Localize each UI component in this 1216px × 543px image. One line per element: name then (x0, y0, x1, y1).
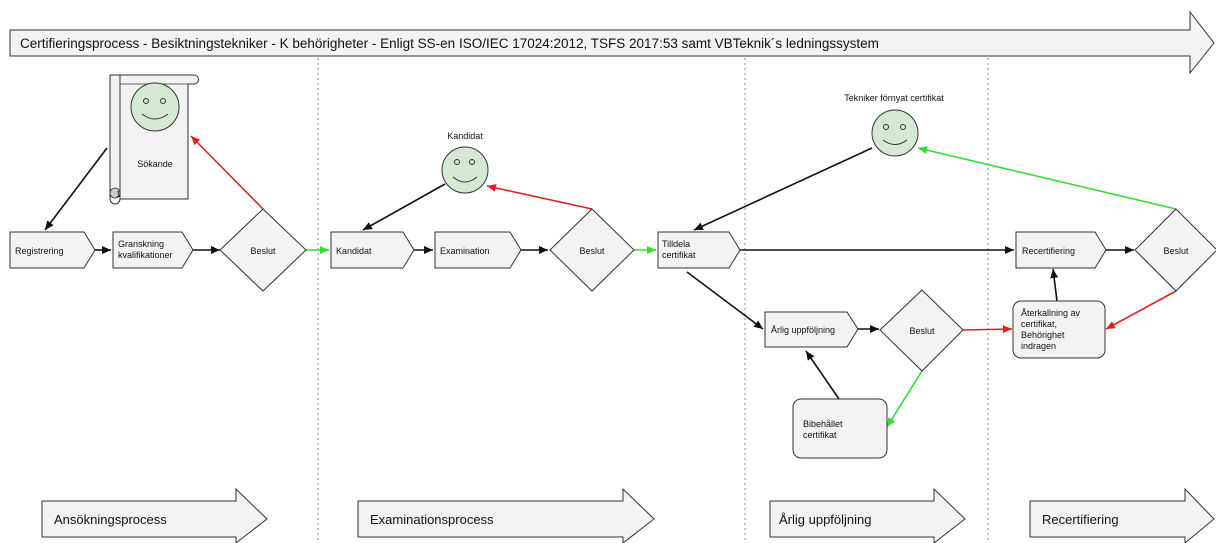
step-registrering-label: Registrering (15, 246, 64, 256)
flow-beslut2-reject (486, 184, 593, 210)
box-aterkallning-line4: indragen (1021, 341, 1056, 351)
decision-beslut3: Beslut (879, 289, 964, 372)
decision-beslut1-label: Beslut (250, 246, 276, 256)
flow-beslut3-reject (962, 325, 1013, 334)
step-recert: Recertifiering (1015, 231, 1107, 269)
step-granskning: Granskning kvalifikationer (112, 231, 194, 269)
scroll-curl (109, 187, 121, 199)
candidate-face-icon (441, 146, 489, 194)
scroll-page-number: 1 (116, 190, 121, 199)
step-kandidat-label: Kandidat (336, 246, 372, 256)
phase-arrow-ansokning: Ansökningsprocess (41, 487, 268, 543)
connectors (44, 135, 1177, 428)
step-kandidat: Kandidat (330, 231, 415, 269)
header-title: Certifieringsprocess - Besiktningsteknik… (20, 36, 879, 51)
decision-beslut3-label: Beslut (909, 326, 935, 336)
phase-dividers (317, 58, 989, 543)
box-aterkallning-line2: certifikat, (1021, 319, 1057, 329)
step-examination: Examination (434, 231, 522, 269)
decision-beslut1: Beslut (219, 208, 307, 292)
step-tilldela-line2: certifikat (662, 250, 696, 260)
step-recert-label: Recertifiering (1022, 246, 1075, 256)
flow-beslut4-approve (917, 146, 1177, 210)
renewed-face-icon (871, 109, 919, 157)
step-granskning-line1: Granskning (118, 239, 164, 249)
step-granskning-line2: kvalifikationer (118, 250, 173, 260)
applicant-face-icon (130, 82, 180, 132)
applicant-label: Sökande (137, 159, 173, 169)
flow-bibehallet-arlig (805, 350, 840, 400)
box-bibehallet: Bibehållet certifikat (792, 398, 888, 459)
phase-arrow-arlig: Årlig uppföljning (769, 487, 966, 543)
phase-arlig-label: Årlig uppföljning (779, 512, 872, 527)
phase-examination-label: Examinationsprocess (370, 512, 494, 527)
step-tilldela: Tilldela certifikat (657, 231, 741, 269)
box-aterkallning: Återkallning av certifikat, Behörighet i… (1012, 300, 1106, 359)
step-tilldela-line1: Tilldela (662, 239, 690, 249)
candidate-actor: Kandidat (441, 131, 489, 194)
flow-beslut4-reject (1105, 290, 1177, 330)
phase-arrow-examination: Examinationsprocess (357, 487, 655, 543)
flow-beslut1-reject (190, 135, 264, 210)
box-bibehallet-line1: Bibehållet (803, 419, 843, 429)
candidate-label: Kandidat (447, 131, 483, 141)
box-aterkallning-line1: Återkallning av (1021, 308, 1081, 318)
flow-beslut3-approve (886, 370, 923, 428)
flow-kandidat-face-kandidat-box (362, 183, 446, 231)
renewed-label: Tekniker förnyat certifikat (844, 93, 944, 103)
phase-arrow-recert: Recertifiering (1029, 487, 1215, 543)
phase-ansokning-label: Ansökningsprocess (54, 512, 167, 527)
flow-tilldela-arlig (686, 271, 764, 330)
step-examination-label: Examination (440, 246, 490, 256)
step-registrering: Registrering (9, 231, 96, 269)
decision-beslut2-label: Beslut (579, 246, 605, 256)
renewed-actor: Tekniker förnyat certifikat (844, 93, 944, 157)
decision-beslut2: Beslut (549, 208, 635, 292)
flow-renewed-tilldela (693, 147, 873, 231)
box-bibehallet-line2: certifikat (803, 430, 837, 440)
phase-recert-label: Recertifiering (1042, 512, 1119, 527)
applicant-scroll: 1 Sökande (109, 74, 199, 205)
flow-aterkallning-recert (1050, 268, 1059, 302)
step-arlig-label: Årlig uppföljning (771, 325, 835, 335)
step-arlig: Årlig uppföljning (764, 311, 859, 348)
decision-beslut4: Beslut (1134, 208, 1216, 292)
flow-sokande-registrering (44, 147, 108, 231)
header-arrow: Certifieringsprocess - Besiktningsteknik… (9, 10, 1215, 75)
box-aterkallning-line3: Behörighet (1021, 330, 1065, 340)
decision-beslut4-label: Beslut (1163, 246, 1189, 256)
